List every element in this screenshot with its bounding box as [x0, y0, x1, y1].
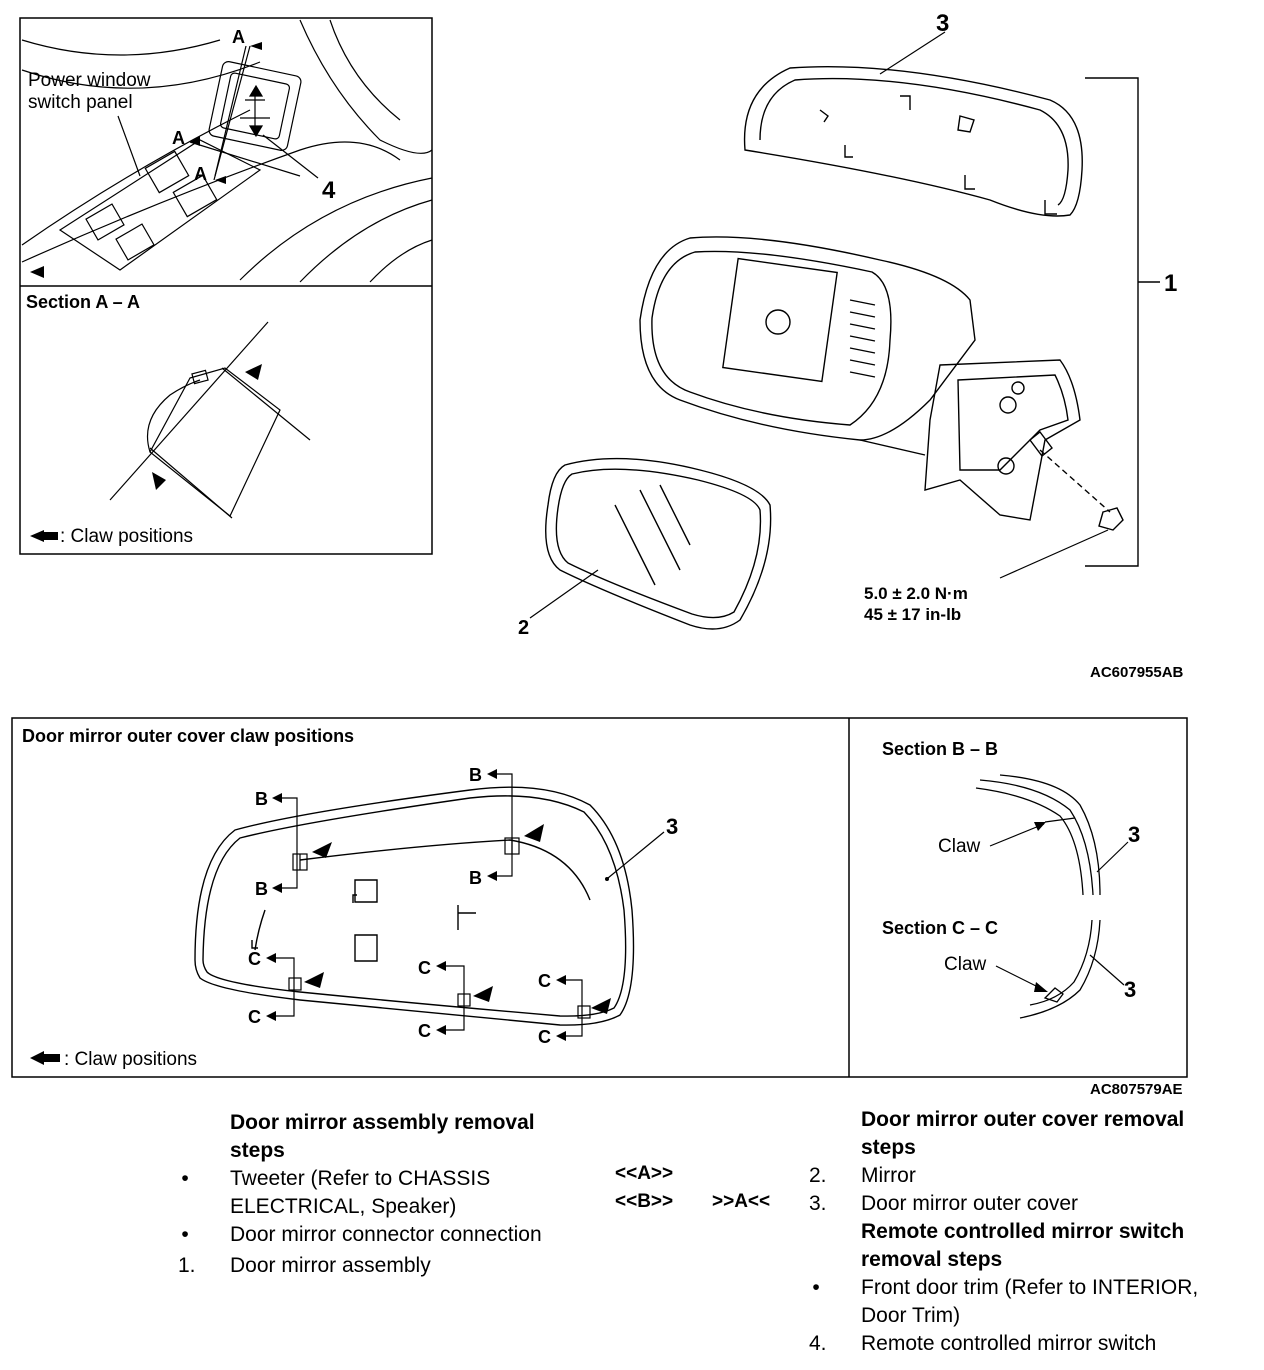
door-trim-sketch	[21, 19, 433, 283]
step-text: Front door trim (Refer to INTERIOR,	[861, 1276, 1199, 1299]
claw-arrow-aa-1	[245, 364, 262, 380]
mirror-base	[924, 359, 1124, 531]
section-cc-title: Section C – C	[882, 918, 998, 938]
callout-a-left: A	[172, 128, 185, 148]
step-text: Door Trim)	[861, 1304, 961, 1327]
step-text: Remote controlled mirror switch	[861, 1332, 1157, 1355]
label-c-5: C	[538, 971, 551, 991]
label-b-1: B	[255, 789, 268, 809]
heading-row: removal steps	[809, 1246, 1249, 1274]
outer-cover	[743, 65, 1083, 217]
step-number: 4.	[809, 1332, 827, 1355]
figure-1-code: AC607955AB	[1090, 664, 1184, 681]
part-4-label: 4	[322, 177, 336, 204]
step-number: 2.	[809, 1164, 827, 1187]
list-item-continuation: Door Trim)	[809, 1302, 1249, 1330]
list-item: 4. Remote controlled mirror switch	[809, 1330, 1249, 1358]
claw-legend-text-2: : Claw positions	[64, 1049, 197, 1070]
claw-label-bb: Claw	[938, 836, 981, 857]
callout-a-top: A	[232, 27, 245, 47]
label-c-1: C	[248, 949, 261, 969]
figure-2-title: Door mirror outer cover claw positions	[22, 726, 354, 746]
label-b-3: B	[255, 879, 268, 899]
list-item: • Door mirror connector connection	[178, 1221, 598, 1249]
section-bb-drawing	[975, 774, 1101, 896]
torque-imperial: 45 ± 17 in-lb	[864, 605, 961, 624]
section-lines	[270, 773, 583, 1037]
figure-1-mirror-exploded-view: A A A 4 Power window switch panel Sectio…	[19, 10, 1184, 681]
label-c-6: C	[538, 1027, 551, 1047]
part-3-bb-label: 3	[1128, 822, 1140, 847]
step-text: Door mirror connector connection	[230, 1223, 542, 1246]
right-heading-1-line-1: Door mirror outer cover removal	[861, 1108, 1185, 1131]
part-1-label: 1	[1164, 270, 1177, 297]
step-text: Tweeter (Refer to CHASSIS	[230, 1167, 491, 1190]
right-heading-1-line-2: steps	[861, 1136, 916, 1159]
list-item: 1. Door mirror assembly	[178, 1252, 598, 1280]
label-b-2: B	[469, 765, 482, 785]
claw-legend-text: : Claw positions	[60, 526, 193, 547]
label-c-2: C	[248, 1007, 261, 1027]
list-item: • Front door trim (Refer to INTERIOR,	[809, 1274, 1249, 1302]
section-aa-title: Section A – A	[26, 292, 140, 312]
part-3-cover-label: 3	[666, 814, 678, 839]
step-number: 3.	[809, 1192, 827, 1215]
heading-row: Remote controlled mirror switch	[809, 1218, 1249, 1246]
claw-label-cc: Claw	[944, 954, 987, 975]
left-heading-line-2: steps	[230, 1139, 285, 1162]
section-line-arrowheads	[266, 769, 566, 1041]
right-heading-2-line-2: removal steps	[861, 1248, 1003, 1271]
step-number: 1.	[178, 1254, 196, 1277]
list-item: 2. Mirror	[809, 1162, 1249, 1190]
section-a-arrows	[190, 42, 262, 184]
section-bb-title: Section B – B	[882, 739, 998, 759]
outer-cover-outline	[194, 786, 635, 1026]
left-heading-line-1: Door mirror assembly removal	[230, 1111, 535, 1134]
mirror-glass	[545, 457, 772, 630]
part-3-cc-label: 3	[1124, 977, 1136, 1002]
reference-a: <<A>>	[615, 1163, 674, 1184]
list-item-continuation: ELECTRICAL, Speaker)	[178, 1193, 598, 1221]
claw-legend-arrow	[30, 530, 58, 542]
figure-2-code: AC807579AE	[1090, 1081, 1183, 1098]
section-cc-drawing	[1019, 919, 1101, 1019]
list-item: • Tweeter (Refer to CHASSIS	[178, 1165, 598, 1193]
power-window-label-2: switch panel	[28, 92, 133, 113]
figure-2-claw-positions: Door mirror outer cover claw positions	[11, 717, 1188, 1098]
right-step-list: 2. Mirror 3. Door mirror outer cover Rem…	[809, 1162, 1249, 1358]
step-text: Door mirror assembly	[230, 1254, 431, 1277]
reference-b-install: >>A<<	[712, 1191, 771, 1212]
reference-b: <<B>>	[615, 1191, 674, 1212]
claw-legend-arrow-2	[30, 1051, 60, 1065]
mirror-housing	[639, 236, 976, 456]
label-c-3: C	[418, 958, 431, 978]
step-text: ELECTRICAL, Speaker)	[230, 1195, 457, 1218]
cover-claws	[288, 837, 591, 1019]
step-text: Mirror	[861, 1164, 916, 1187]
bullet: •	[181, 1223, 189, 1246]
power-window-label-1: Power window	[28, 70, 151, 91]
section-aa-drawing	[109, 321, 311, 519]
step-text: Door mirror outer cover	[861, 1192, 1079, 1215]
label-b-4: B	[469, 868, 482, 888]
list-item: 3. Door mirror outer cover	[809, 1190, 1249, 1218]
torque-metric: 5.0 ± 2.0 N·m	[864, 584, 968, 603]
claw-arrows	[304, 824, 611, 1014]
left-step-list: • Tweeter (Refer to CHASSIS ELECTRICAL, …	[178, 1165, 598, 1280]
part-3-label: 3	[936, 10, 949, 37]
claw-arrow-aa-2	[152, 472, 166, 490]
right-heading-2-line-1: Remote controlled mirror switch	[861, 1220, 1185, 1243]
label-c-4: C	[418, 1021, 431, 1041]
part-2-label: 2	[518, 617, 529, 639]
bullet: •	[181, 1167, 189, 1190]
bullet: •	[812, 1276, 820, 1299]
callout-a-bottom: A	[194, 164, 207, 184]
